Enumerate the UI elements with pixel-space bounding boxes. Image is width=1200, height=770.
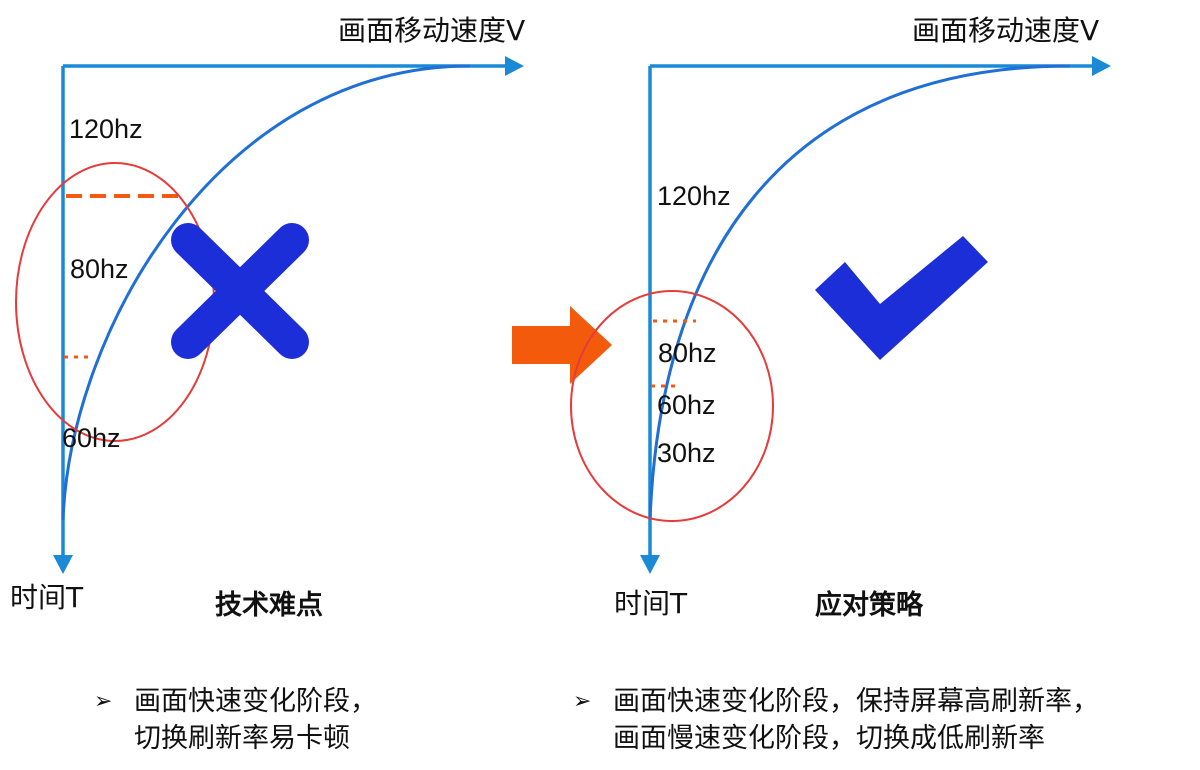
right-rate-label-60hz: 60hz <box>657 390 716 420</box>
right-bullet-point: ➢ 画面快速变化阶段，保持屏幕高刷新率， 画面慢速变化阶段，切换成低刷新率 <box>573 683 1099 757</box>
right-rate-label-80hz: 80hz <box>658 338 717 368</box>
right-strategy-ellipse <box>570 290 774 522</box>
right-bullet-line-2: 画面慢速变化阶段，切换成低刷新率 <box>613 723 1045 754</box>
right-y-axis-label: 时间T <box>614 587 688 620</box>
bullet-arrow-icon: ➢ <box>573 689 592 714</box>
left-bullet-line-2: 切换刷新率易卡顿 <box>134 723 350 754</box>
right-rate-label-120hz: 120hz <box>657 181 731 211</box>
left-rate-label-60hz: 60hz <box>62 423 121 453</box>
left-rate-label-80hz: 80hz <box>70 254 129 284</box>
left-x-axis-arrowhead <box>505 56 524 76</box>
check-mark-icon <box>815 236 988 360</box>
right-bullet-line-1: 画面快速变化阶段，保持屏幕高刷新率， <box>613 686 1099 717</box>
left-rate-label-120hz: 120hz <box>69 114 143 144</box>
left-y-axis-arrowhead <box>53 555 73 574</box>
left-speed-curve <box>61 64 471 521</box>
left-bullet-point: ➢ 画面快速变化阶段， 切换刷新率易卡顿 <box>94 683 377 757</box>
left-y-axis-label: 时间T <box>10 581 84 614</box>
right-panel: 画面移动速度V 时间T 120hz 80hz 60hz 30hz 应对策略 <box>570 14 1111 621</box>
cross-mark-icon <box>171 223 309 359</box>
right-arrow-icon <box>512 306 612 384</box>
right-y-axis-arrowhead <box>640 555 660 574</box>
right-x-axis-arrowhead <box>1092 56 1111 76</box>
left-bullet-line-1: 画面快速变化阶段， <box>134 686 377 717</box>
left-panel: 画面移动速度V 时间T 120hz 80hz 60hz 技术难点 <box>10 14 525 621</box>
bullet-arrow-icon: ➢ <box>94 689 113 714</box>
left-x-axis-label: 画面移动速度V <box>338 14 525 47</box>
right-speed-curve <box>648 64 1071 521</box>
right-rate-label-30hz: 30hz <box>657 438 716 468</box>
right-x-axis-label: 画面移动速度V <box>912 14 1099 47</box>
left-problem-ellipse <box>15 162 215 442</box>
right-panel-title: 应对策略 <box>815 589 924 621</box>
left-panel-title: 技术难点 <box>215 590 323 621</box>
